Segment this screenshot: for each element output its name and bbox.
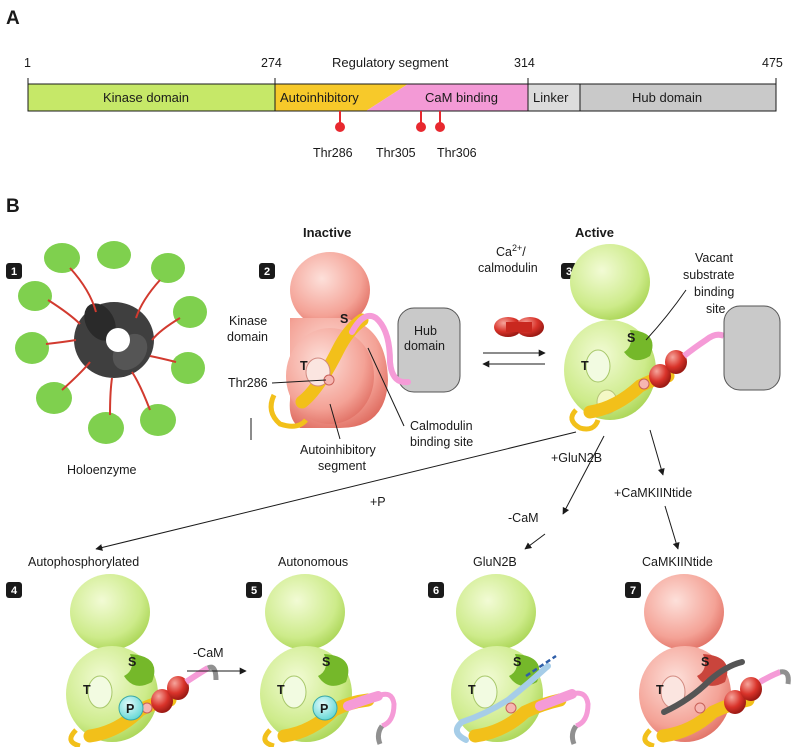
glun2b-peptide [459,663,551,725]
state-4-p-label: P [126,702,134,716]
svg-text:5: 5 [251,585,257,597]
position-1: 1 [24,56,31,70]
state-1-holoenzyme: 1 Hol [6,241,207,477]
regulatory-segment-label: Regulatory segment [332,55,449,70]
glun2b-caption: GluN2B [473,555,517,569]
state-5-badge [246,582,262,598]
ca-calmodulin-transition: Ca2+/calmodulin [478,243,546,368]
kinase-domain-label: Kinase domain [103,90,189,105]
svg-text:1: 1 [11,266,17,278]
state-7-badge [625,582,641,598]
state-4-autophosphorylated: 4 P T S [6,574,219,747]
position-475: 475 [762,56,783,70]
state-4-s-label: S [128,655,136,669]
camkiintide-caption: CaMKIINtide [642,555,713,569]
active-n-lobe [570,244,650,320]
residue-numbers: 1 274 314 475 [24,56,783,70]
domain-bar: Kinase domain Autoinhibitory CaM binding… [27,78,777,112]
phospho-p-icon [312,695,338,721]
thr286-site-marker [335,122,345,132]
active-header: Active [575,225,614,240]
minus-cam-label-a: -CaM [508,511,539,525]
thr286-text: Thr286 [228,376,268,390]
active-s-label: S [627,331,635,345]
autoinhibitory-label: Autoinhibitory [280,90,359,105]
holoenzyme-core [74,302,154,378]
position-314: 314 [514,56,535,70]
inactive-n-lobe [290,252,370,328]
svg-text:4: 4 [11,585,18,597]
state-5-s-label: S [322,655,330,669]
kinase-domain-block [27,83,276,112]
inactive-t-label: T [300,359,308,373]
active-t-label: T [581,359,589,373]
svg-text:6: 6 [433,585,439,597]
phospho-p-icon [118,695,144,721]
holoenzyme-linkers [45,267,181,416]
state-6-t-label: T [468,683,476,697]
state-7-t-label: T [656,683,664,697]
state-5-autonomous: 5 P T S [246,574,397,747]
svg-text:2: 2 [264,266,270,278]
thr286-label: Thr286 [313,146,353,160]
panel-a-letter: A [6,8,20,29]
autoinhibitory-block [275,84,408,111]
hub-domain-label: Hub domain [632,90,702,105]
phosphorylation-sites: Thr286 Thr305 Thr306 [313,111,477,160]
plus-glun2b-label: +GluN2B [551,451,602,465]
position-274: 274 [261,56,282,70]
holoenzyme-kinase-domains [15,241,207,444]
state-6-badge [428,582,444,598]
linker-label: Linker [533,90,569,105]
linker-block [527,83,581,112]
state-4-badge [6,582,22,598]
minus-cam-label-b: -CaM [193,646,224,660]
state-1-badge [6,263,22,279]
svg-text:3: 3 [566,266,572,278]
substrate-site [624,330,653,361]
ca-calmodulin-text: Ca2+/calmodulin [478,243,538,275]
holoenzyme-caption: Holoenzyme [67,463,137,477]
plus-camkiintide-label: +CaMKIINtide [614,486,692,500]
inactive-header: Inactive [303,225,351,240]
plus-p-label: +P [370,495,386,509]
state-5-t-label: T [277,683,285,697]
hub-domain-block [579,83,777,112]
active-hub-domain [723,305,781,391]
transition-arrows: +P +GluN2B -CaM +CaMKIINtide [95,429,692,551]
state-6-glun2b: 6 T S [428,574,591,745]
inactive-s-label: S [340,312,348,326]
thr306-site-marker [435,122,445,132]
thr305-site-marker [416,122,426,132]
camkiintide-peptide [661,659,745,715]
thr305-label: Thr305 [376,146,416,160]
state-4-t-label: T [83,683,91,697]
svg-text:7: 7 [630,585,636,597]
panel-b-letter: B [6,196,20,217]
thr306-label: Thr306 [437,146,477,160]
state-6-s-label: S [513,655,521,669]
state-7-camkiintide: 7 T S [625,574,791,747]
state-5-p-label: P [320,702,328,716]
inactive-hub-domain [397,307,461,393]
cam-binding-block [366,84,528,111]
state-7-s-label: S [701,655,709,669]
autonomous-caption: Autonomous [278,555,348,569]
cam-binding-label: CaM binding [425,90,498,105]
autophosphorylated-caption: Autophosphorylated [28,555,139,569]
state-2-badge [259,263,275,279]
